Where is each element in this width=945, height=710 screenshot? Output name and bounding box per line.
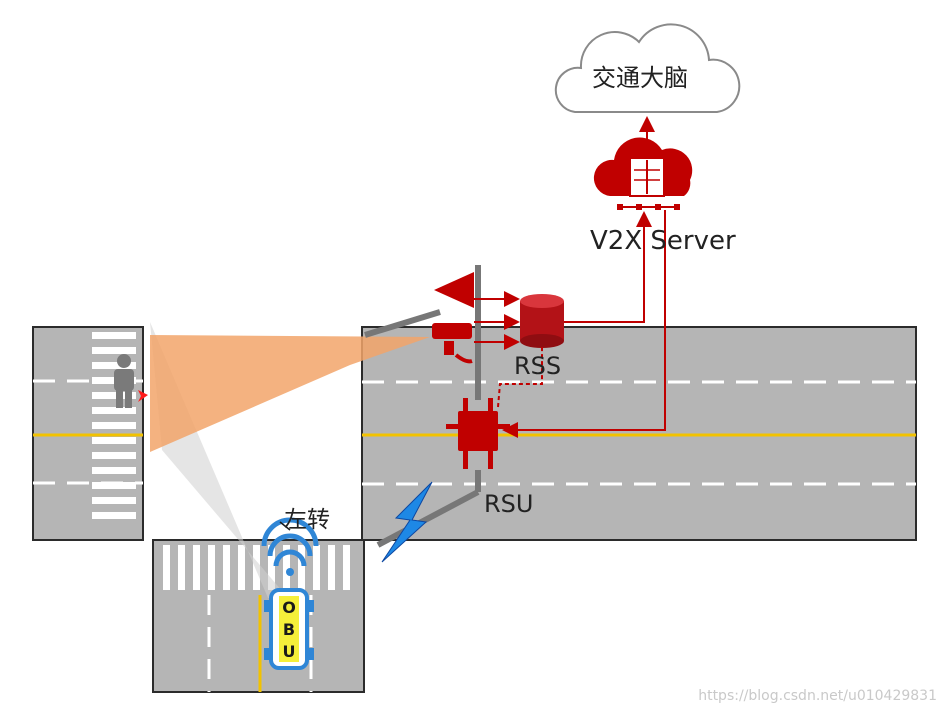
pedestrian-icon	[114, 354, 148, 408]
camera-fov	[150, 335, 430, 452]
car-icon	[264, 588, 314, 670]
cloud-icon	[554, 23, 741, 113]
left-turn-label: 左转	[284, 507, 330, 533]
data-arrows	[474, 116, 666, 438]
obu-letter-u: U	[282, 642, 296, 661]
server-cloud-icon	[593, 137, 693, 210]
wireless-icon	[261, 517, 319, 576]
bottom-road	[152, 539, 365, 693]
camera-fov-grey	[150, 322, 288, 598]
server-label: V2X Server	[590, 226, 736, 256]
cloud-label: 交通大脑	[592, 64, 688, 92]
rsu-label: RSU	[484, 490, 534, 518]
database-icon	[520, 294, 564, 348]
watermark: https://blog.csdn.net/u010429831	[698, 688, 937, 704]
camera-icon	[432, 272, 474, 364]
lightning-icon	[381, 481, 433, 563]
poles	[364, 265, 481, 548]
rss-label: RSS	[514, 352, 562, 380]
obu-letter-b: B	[282, 620, 296, 639]
rsu-icon	[446, 398, 510, 469]
obu-letter-o: O	[282, 598, 296, 617]
